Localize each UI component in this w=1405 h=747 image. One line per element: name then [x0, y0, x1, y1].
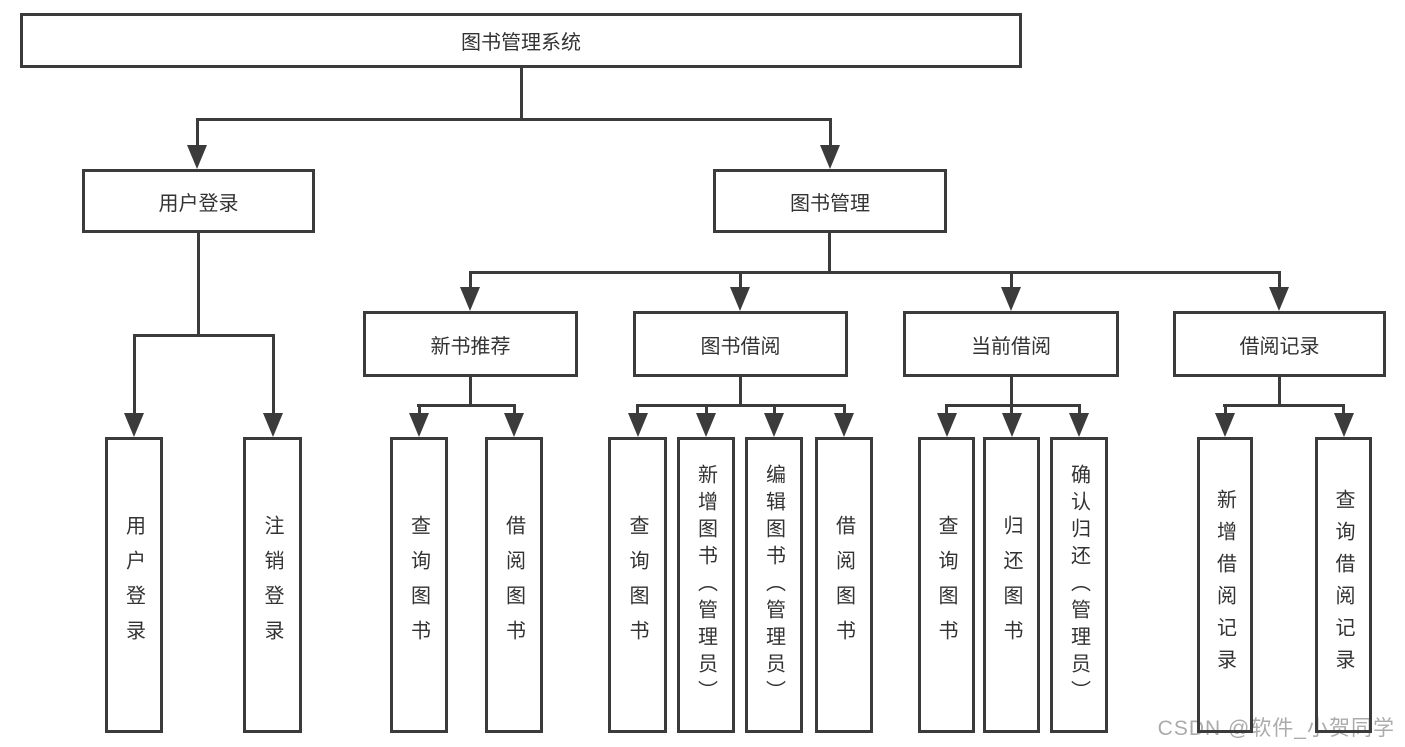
node-label: 图书管理: [790, 192, 870, 215]
connector-hline: [469, 271, 1281, 274]
node-label: 注销登录: [261, 515, 283, 655]
arrow-down-icon: [1069, 413, 1089, 437]
node-label: 用户登录: [158, 192, 239, 215]
arrow-down-icon: [730, 287, 750, 311]
connector-vline: [704, 404, 708, 416]
leaf-query-books-current: 查询图书: [918, 437, 975, 733]
leaf-confirm-return-admin: 确认归还（管理员）: [1050, 437, 1108, 733]
connector-vline: [196, 233, 200, 337]
connector-vline: [739, 377, 742, 407]
node-library-system: 图书管理系统: [20, 13, 1022, 68]
arrow-down-icon: [187, 145, 207, 169]
connector-hline: [417, 404, 516, 407]
node-book-borrowing: 图书借阅: [633, 311, 848, 377]
leaf-add-books-admin: 新增图书（管理员）: [677, 437, 735, 733]
connector-vline: [512, 404, 516, 416]
node-label: 图书借阅: [700, 335, 781, 358]
leaf-user-login: 用户登录: [105, 437, 163, 733]
connector-vline: [828, 118, 832, 148]
node-new-book-recommend: 新书推荐: [363, 311, 578, 377]
arrow-down-icon: [1001, 287, 1021, 311]
leaf-logout-login: 注销登录: [243, 437, 302, 733]
leaf-borrow-books-borrowing: 借阅图书: [815, 437, 873, 733]
arrow-down-icon: [764, 413, 784, 437]
arrow-down-icon: [936, 413, 957, 437]
arrow-down-icon: [1333, 413, 1354, 437]
connector-vline: [1010, 404, 1013, 416]
node-current-borrowing: 当前借阅: [903, 311, 1119, 377]
node-label: 确认归还（管理员）: [1067, 463, 1090, 707]
connector-vline: [271, 334, 275, 416]
arrow-down-icon: [696, 413, 716, 437]
leaf-borrow-books-recommend: 借阅图书: [485, 437, 543, 733]
connector-hline: [132, 334, 275, 337]
node-label: 查询图书: [407, 515, 430, 655]
leaf-return-books: 归还图书: [983, 437, 1040, 733]
arrow-down-icon: [1001, 413, 1022, 437]
node-borrowing-records: 借阅记录: [1173, 311, 1386, 377]
node-label: 归还图书: [1000, 515, 1022, 655]
node-label: 查询图书: [626, 515, 648, 655]
connector-vline: [132, 334, 136, 416]
connector-vline: [842, 404, 846, 416]
arrow-down-icon: [460, 287, 480, 311]
connector-vline: [739, 271, 742, 289]
csdn-watermark: CSDN @软件_小贺同学: [1157, 717, 1395, 740]
connector-hline: [636, 404, 846, 407]
node-label: 用户登录: [122, 515, 145, 655]
connector-hline: [196, 118, 832, 121]
connector-vline: [1077, 404, 1081, 416]
node-label: 新增图书（管理员）: [694, 463, 717, 707]
node-label: 新增借阅记录: [1213, 489, 1236, 681]
connector-hline: [1223, 404, 1345, 407]
node-label: 编辑图书（管理员）: [762, 463, 785, 707]
arrow-down-icon: [834, 413, 854, 437]
connector-vline: [1223, 404, 1227, 416]
connector-vline: [195, 118, 199, 148]
connector-vline: [945, 404, 948, 416]
connector-vline: [1278, 377, 1281, 407]
connector-vline: [772, 404, 776, 416]
leaf-add-borrow-record: 新增借阅记录: [1197, 437, 1253, 733]
node-label: 新书推荐: [430, 335, 511, 358]
leaf-edit-books-admin: 编辑图书（管理员）: [745, 437, 803, 733]
arrow-down-icon: [1215, 413, 1235, 437]
connector-vline: [1278, 271, 1281, 289]
connector-vline: [417, 404, 421, 416]
arrow-down-icon: [627, 413, 648, 437]
node-label: 图书管理系统: [461, 32, 581, 54]
connector-vline: [1009, 271, 1013, 289]
node-label: 当前借阅: [971, 335, 1051, 358]
connector-vline: [827, 233, 831, 274]
node-label: 查询图书: [935, 515, 957, 655]
connector-vline: [469, 377, 472, 407]
connector-vline: [1009, 377, 1013, 407]
node-label: 借阅记录: [1239, 335, 1320, 358]
connector-vline: [519, 68, 523, 120]
leaf-query-borrow-record: 查询借阅记录: [1315, 437, 1372, 733]
arrow-down-icon: [504, 413, 524, 437]
connector-vline: [1342, 404, 1345, 416]
leaf-query-books-borrowing: 查询图书: [608, 437, 667, 733]
node-user-login: 用户登录: [82, 169, 315, 233]
arrow-down-icon: [820, 145, 840, 169]
arrow-down-icon: [124, 413, 144, 437]
node-book-management: 图书管理: [713, 169, 947, 233]
node-label: 借阅图书: [502, 515, 525, 655]
node-label: 借阅图书: [832, 515, 855, 655]
connector-vline: [636, 404, 639, 416]
arrow-down-icon: [409, 413, 429, 437]
leaf-query-books-recommend: 查询图书: [390, 437, 448, 733]
arrow-down-icon: [263, 413, 283, 437]
node-label: 查询借阅记录: [1332, 489, 1354, 681]
arrow-down-icon: [1269, 287, 1289, 311]
connector-vline: [469, 271, 472, 289]
